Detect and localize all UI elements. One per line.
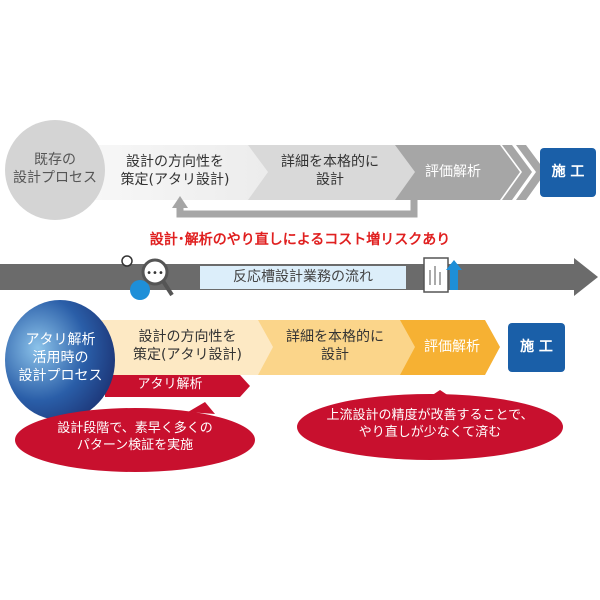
new-construction-box: [508, 323, 565, 372]
bubble-right-text: 上流設計の精度が改善することで、 やり直しが少なくて済む: [300, 408, 560, 442]
rework-feedback-arrow: [176, 200, 418, 218]
new-construction: 施 工: [520, 339, 553, 355]
existing-label-line2: 設計プロセス: [13, 170, 97, 187]
existing-label-line1: 既存の: [34, 152, 76, 168]
new-step2-line1: 詳細を本格的に: [286, 329, 384, 345]
new-label-line2: 活用時の: [32, 350, 89, 367]
flow-label-box: [200, 266, 406, 289]
new-label-line3: 設計プロセス: [18, 368, 103, 385]
new-process-label: アタリ解析 活用時の 設計プロセス: [8, 331, 113, 386]
existing-construction: 施 工: [551, 164, 585, 180]
new-step3-arrow: [395, 320, 500, 375]
new-step1: 設計の方向性を 策定(アタリ設計): [115, 328, 260, 364]
new-step2: 詳細を本格的に 設計: [270, 328, 400, 364]
risk-text: 設計･解析のやり直しによるコスト増リスクあり: [149, 232, 451, 248]
bubble-left-line1: 設計段階で、素早く多くの: [57, 421, 213, 436]
atari-analysis-band: [105, 375, 250, 397]
existing-step3-arrow: [390, 145, 520, 200]
existing-step2-line2: 設計: [316, 172, 344, 189]
new-label-line1: アタリ解析: [25, 332, 96, 348]
document-upload-icon: [423, 257, 462, 293]
atari-analysis-label: アタリ解析: [137, 377, 203, 392]
new-step1-line2: 策定(アタリ設計): [133, 347, 242, 364]
chevron: [502, 145, 532, 200]
bubble-right: [297, 394, 563, 460]
existing-step2: 詳細を本格的に 設計: [265, 153, 395, 189]
existing-process-circle: [5, 120, 105, 220]
bubble-right-line1: 上流設計の精度が改善することで、: [326, 408, 534, 423]
bubble-left-text: 設計段階で、素早く多くの パターン検証を実施: [20, 421, 250, 455]
new-process-circle: [5, 300, 115, 420]
existing-step3: 評価解析: [425, 164, 481, 180]
existing-step2-line1: 詳細を本格的に: [281, 154, 379, 170]
svg-text:•••: •••: [146, 268, 164, 279]
existing-step1-line1: 設計の方向性を: [126, 154, 224, 170]
bubble-left-line2: パターン検証を実施: [76, 437, 194, 453]
existing-construction-box: [540, 148, 596, 197]
flow-label: 反応槽設計業務の流れ: [233, 269, 373, 285]
existing-step1-line2: 策定(アタリ設計): [120, 172, 230, 189]
new-step2-line2: 設計: [321, 347, 349, 364]
gear-magnifier-icon: •••: [121, 255, 174, 300]
new-step2-arrow: [255, 320, 415, 375]
bubble-left: [15, 408, 255, 472]
new-step1-line1: 設計の方向性を: [138, 329, 237, 345]
rework-arrowhead: [172, 196, 188, 208]
bubble-right-line2: やり直しが少なくて済む: [358, 424, 502, 440]
flow-arrowhead: [574, 258, 598, 296]
existing-step1-arrow: [95, 145, 268, 200]
existing-step1: 設計の方向性を 策定(アタリ設計): [105, 153, 245, 189]
existing-step2-arrow: [245, 145, 415, 200]
new-step3: 評価解析: [424, 339, 480, 355]
new-step1-arrow: [95, 320, 273, 375]
